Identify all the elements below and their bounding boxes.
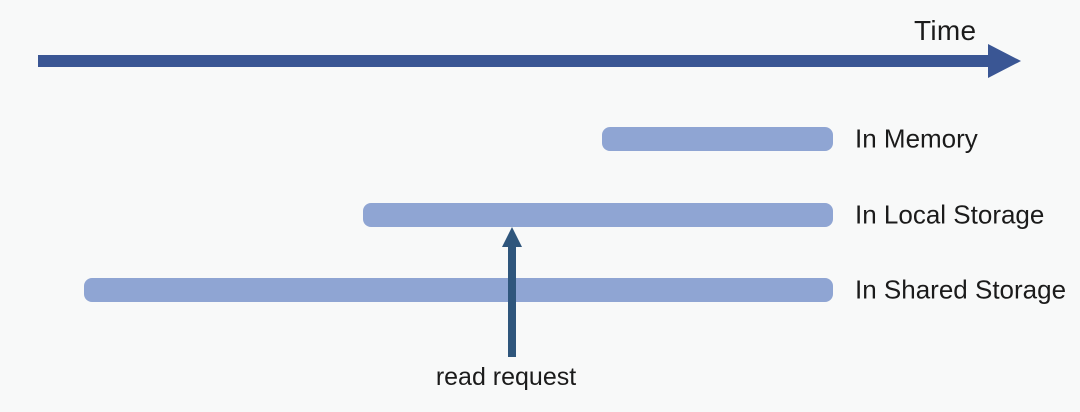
- read-request-arrowhead-icon: [502, 227, 522, 247]
- bar-in-shared-storage: [84, 278, 833, 302]
- time-axis-line: [38, 55, 990, 67]
- read-request-arrow-line: [508, 246, 516, 357]
- bar-label-in-local-storage: In Local Storage: [855, 199, 1045, 230]
- bar-label-in-shared-storage: In Shared Storage: [855, 274, 1067, 305]
- bar-in-memory: [602, 127, 833, 151]
- bar-in-local-storage: [363, 203, 833, 227]
- bar-label-in-memory: In Memory: [855, 123, 978, 154]
- time-axis-arrowhead-icon: [988, 44, 1021, 78]
- time-axis-label: Time: [914, 15, 977, 46]
- read-request-label: read request: [435, 363, 577, 391]
